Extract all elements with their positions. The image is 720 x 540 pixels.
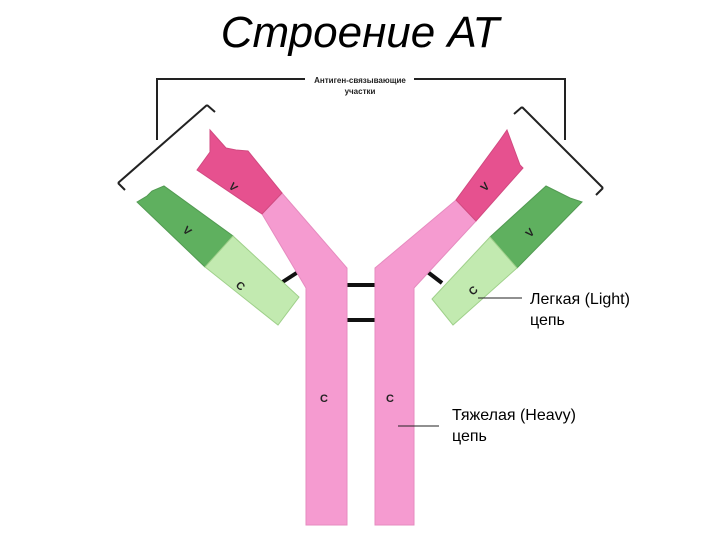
left-heavy-c-label: C [320, 393, 328, 405]
left-heavy-chain: V C [196, 128, 348, 526]
light-chain-label-line1: Легкая (Light) [530, 291, 630, 308]
antigen-binding-label-line2: участки [345, 87, 376, 96]
right-heavy-variable [455, 128, 524, 222]
antigen-binding-bracket [117, 78, 604, 196]
heavy-chain-label-line1: Тяжелая (Heavy) [452, 407, 576, 424]
left-heavy-constant [261, 192, 348, 526]
right-light-constant [431, 236, 518, 326]
heavy-chain-label-line2: цепь [452, 428, 487, 445]
right-heavy-constant [374, 199, 477, 526]
left-heavy-variable [196, 128, 283, 215]
right-light-chain: V C [431, 185, 583, 326]
left-light-constant [204, 235, 300, 326]
left-light-chain: V C [136, 185, 300, 326]
right-heavy-c-label: C [386, 393, 394, 405]
right-heavy-chain: V C [374, 128, 524, 526]
light-chain-label-line2: цепь [530, 312, 565, 329]
page-title: Строение АТ [220, 8, 500, 57]
antigen-binding-label-line1: Антиген-связывающие [314, 76, 406, 85]
